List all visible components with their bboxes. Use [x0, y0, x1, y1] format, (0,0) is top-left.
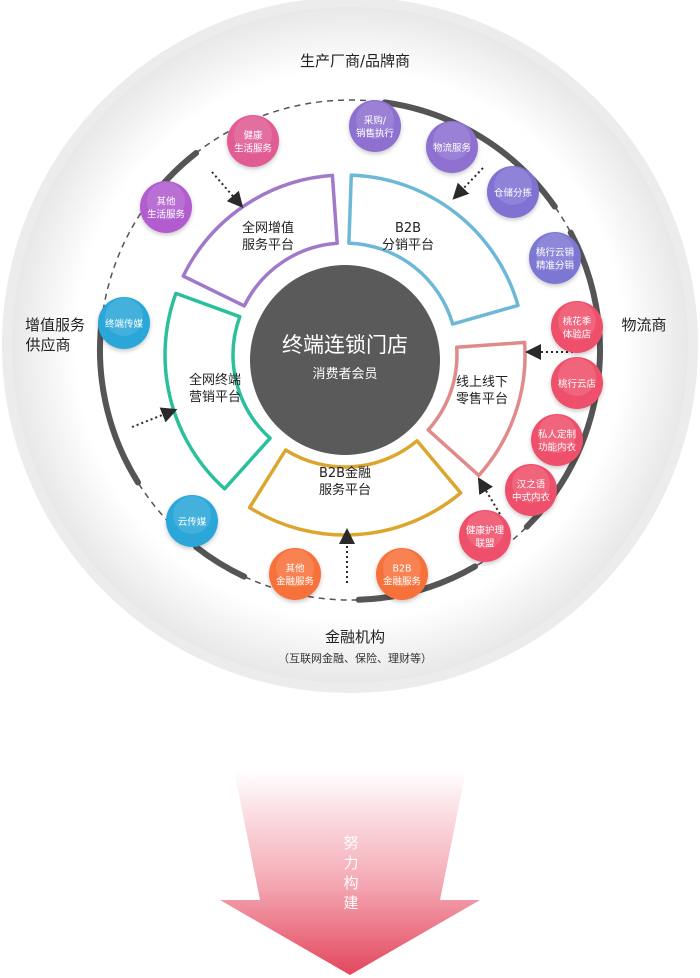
service-node-label: 其他	[285, 563, 305, 575]
service-node-highlight	[234, 116, 272, 154]
service-node-5	[551, 357, 603, 409]
platform-segment-label: 服务平台	[319, 482, 371, 498]
platform-segment-0	[347, 173, 520, 326]
service-node-highlight	[173, 496, 211, 534]
orbit-solid-arc	[193, 544, 248, 580]
service-node-label: 终端传媒	[105, 318, 144, 330]
label-value-added-supplier-1: 增值服务	[25, 316, 85, 334]
service-node-label: 汉之语	[517, 479, 546, 491]
service-node-4	[551, 301, 603, 353]
service-nodes: 采购/销售执行物流服务仓储分拣桃行云销精准分销桃花季体验店桃行云店私人定制功能内…	[98, 100, 603, 600]
arrow-caption-char: 力	[343, 854, 358, 872]
service-node-6	[531, 414, 583, 466]
service-node-label: 生活服务	[147, 209, 186, 221]
service-node-label: 其他	[156, 196, 176, 208]
label-value-added-supplier-2: 供应商	[25, 336, 70, 354]
service-node-label: 金融服务	[276, 576, 315, 588]
service-node-label: 精准分销	[536, 260, 575, 272]
service-node-13	[140, 181, 192, 233]
service-node-9	[376, 548, 428, 600]
service-node-label: 桃行云店	[558, 378, 596, 390]
center-subtitle: 消费者会员	[312, 367, 377, 382]
service-node-12	[98, 297, 150, 349]
service-node-label: 销售执行	[356, 128, 395, 140]
arrow-caption-char: 努	[343, 834, 358, 852]
center-title: 终端连锁门店	[282, 333, 408, 357]
service-node-label: 物流服务	[433, 142, 472, 154]
service-node-label: 云传媒	[178, 516, 207, 528]
service-node-1	[426, 121, 478, 173]
service-node-label: 健康护理	[466, 525, 505, 537]
service-node-label: 健康	[243, 130, 263, 142]
arrow-caption-char: 构	[343, 874, 358, 892]
label-financial-institutions: 金融机构	[325, 628, 385, 646]
service-node-highlight	[466, 511, 504, 549]
platform-segment-label: B2B金融	[319, 465, 371, 481]
service-node-highlight	[276, 549, 314, 587]
service-node-2	[487, 166, 539, 218]
service-node-highlight	[512, 465, 550, 503]
service-node-label: 桃行云销	[536, 247, 575, 259]
service-node-11	[166, 495, 218, 547]
service-node-highlight	[383, 549, 421, 587]
service-node-highlight	[105, 298, 143, 336]
service-node-highlight	[538, 415, 576, 453]
platform-segment-label: 全网增值	[242, 220, 294, 236]
service-node-label: 功能内衣	[538, 442, 577, 454]
label-logistics-provider: 物流商	[621, 316, 666, 334]
service-node-label: 体验店	[563, 329, 592, 341]
platform-segment-label: B2B	[395, 221, 421, 236]
platform-segment-label: 零售平台	[456, 391, 508, 407]
service-node-label: 私人定制	[538, 429, 576, 441]
center-circle	[250, 265, 440, 455]
orbit-solid-arc	[96, 312, 141, 486]
platform-segment-label: 线上线下	[456, 375, 508, 390]
label-financial-note: （互联网金融、保险、理财等）	[278, 651, 432, 665]
bottom-arrow-shape	[220, 770, 480, 975]
label-manufacturers: 生产厂商/品牌商	[300, 52, 410, 70]
service-node-10	[269, 548, 321, 600]
service-node-highlight	[433, 122, 471, 160]
service-node-highlight	[558, 358, 596, 396]
service-node-highlight	[356, 101, 394, 139]
flow-arrows	[131, 167, 578, 583]
service-node-label: B2B	[392, 564, 411, 575]
arrow-media	[131, 407, 178, 428]
service-node-label: 采购/	[364, 115, 387, 127]
service-node-14	[227, 115, 279, 167]
platform-segment-4	[181, 173, 339, 308]
service-node-0	[349, 100, 401, 152]
service-node-label: 联盟	[475, 539, 495, 550]
service-node-7	[505, 464, 557, 516]
service-node-highlight	[147, 182, 185, 220]
platform-segment-label: 分销平台	[382, 238, 434, 253]
orbit-solid-arc	[381, 99, 558, 210]
platform-segment-label: 全网终端	[189, 372, 241, 388]
arrow-health-service	[211, 171, 244, 209]
service-node-8	[459, 510, 511, 562]
arrow-logistics	[452, 167, 484, 200]
service-node-label: 金融服务	[383, 576, 422, 588]
service-node-label: 中式内衣	[512, 492, 551, 504]
service-node-label: 仓储分拣	[494, 187, 533, 199]
service-node-highlight	[494, 167, 532, 205]
service-node-highlight	[536, 233, 574, 271]
platform-segment-2	[247, 439, 463, 537]
service-node-highlight	[558, 302, 596, 340]
arrow-caption-char: 建	[343, 894, 358, 912]
platform-segment-label: 营销平台	[189, 390, 241, 405]
platform-segment-label: 服务平台	[242, 237, 294, 253]
arrow-health-alliance	[477, 477, 501, 515]
service-node-3	[529, 232, 581, 284]
platform-segment-3	[163, 291, 272, 491]
platform-segment-1	[426, 340, 527, 478]
service-node-label: 桃花季	[563, 316, 592, 328]
service-node-label: 生活服务	[234, 143, 273, 155]
